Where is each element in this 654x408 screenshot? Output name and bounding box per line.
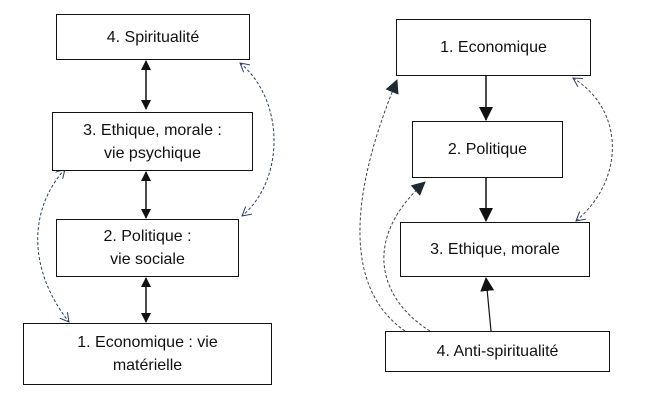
box-label: 3. Ethique, morale : <box>83 121 222 139</box>
box-label: 2. Politique <box>447 141 528 158</box>
box-label: 3. Ethique, morale <box>430 241 560 258</box>
box-economique-right: 1. Economique <box>396 19 591 76</box>
box-politique: 2. Politique : vie sociale <box>56 219 239 277</box>
box-antispiritualite: 4. Anti-spiritualité <box>385 331 610 372</box>
dashed-arrow-spiritualite-politique <box>240 63 275 216</box>
box-label: 1. Economique : vie <box>77 334 218 351</box>
box-label: 4. Anti-spiritualité <box>436 343 559 360</box>
box-ethique-morale: 3. Ethique, morale : vie psychique <box>52 112 253 171</box>
dashed-arrow-economique-ethique <box>573 78 613 221</box>
dashed-arrow-antispiritualite-economique <box>359 79 406 332</box>
box-spiritualite: 4. Spiritualité <box>56 14 250 60</box>
box-label: 4. Spiritualité <box>106 28 200 46</box>
box-label: matérielle <box>112 357 183 374</box>
box-label: vie psychique <box>104 144 201 162</box>
box-label: 1. Economique <box>440 39 547 56</box>
box-label: 2. Politique : <box>103 228 192 245</box>
arrow-antispiritualite-ethique <box>480 277 495 332</box>
box-ethique-right: 3. Ethique, morale <box>400 222 590 277</box>
box-economique: 1. Economique : vie matérielle <box>23 323 272 385</box>
box-label: vie sociale <box>110 251 185 268</box>
box-politique-right: 2. Politique <box>412 121 563 178</box>
dashed-arrow-antispiritualite-politique <box>383 181 431 332</box>
